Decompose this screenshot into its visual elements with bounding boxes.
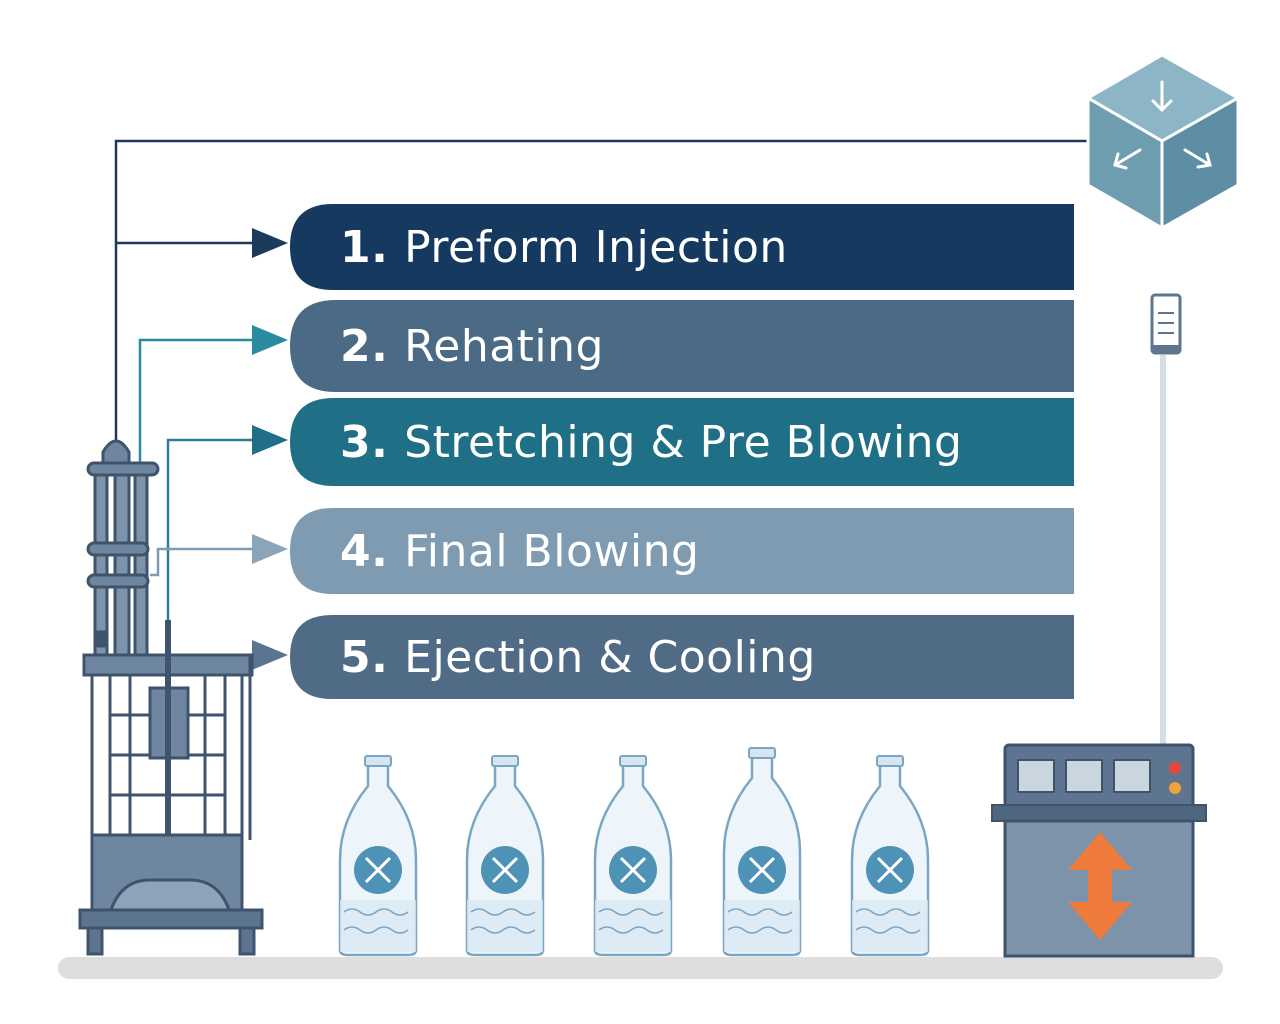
step-name: Ejection & Cooling <box>404 632 816 683</box>
step-name: Final Blowing <box>404 526 699 577</box>
injection-machine <box>78 439 264 956</box>
cabinet-screen-2 <box>1065 759 1103 793</box>
step-number: 1. <box>340 222 404 273</box>
step-banner-shape <box>290 508 1074 594</box>
bottle-3 <box>593 755 673 957</box>
feed-line-4 <box>150 547 258 577</box>
bottle-5 <box>850 755 930 957</box>
step-number: 3. <box>340 417 404 468</box>
cabinet-screen-3 <box>1113 759 1151 793</box>
arrowhead-4 <box>252 534 288 564</box>
bottle-1 <box>338 755 418 957</box>
step-label: 2. Rehating <box>340 321 604 372</box>
step-banner-3: 3. Stretching & Pre Blowing <box>290 398 1074 486</box>
step-banner-1: 1. Preform Injection <box>290 204 1074 290</box>
step-number: 5. <box>340 632 404 683</box>
step-banner-shape <box>290 300 1074 392</box>
step-banner-shape <box>290 615 1074 699</box>
cabinet-screen-1 <box>1017 759 1055 793</box>
step-number: 4. <box>340 526 404 577</box>
feed-line-2 <box>138 338 258 465</box>
bottle-4 <box>722 747 802 957</box>
step-banner-2: 2. Rehating <box>290 300 1074 392</box>
feed-line-3 <box>166 438 258 620</box>
step-name: Stretching & Pre Blowing <box>404 417 962 468</box>
step-name: Preform Injection <box>404 222 788 273</box>
step-label: 4. Final Blowing <box>340 526 699 577</box>
step-banner-shape <box>290 398 1074 486</box>
cross-leaf-icon <box>609 846 657 894</box>
cube-icon <box>1085 53 1242 231</box>
step-label: 1. Preform Injection <box>340 222 788 273</box>
step-banner-shape <box>290 204 1074 290</box>
step-label: 3. Stretching & Pre Blowing <box>340 417 962 468</box>
bottle-2 <box>465 755 545 957</box>
step-number: 2. <box>340 321 404 372</box>
arrowhead-3 <box>252 425 288 455</box>
sensor-unit <box>1150 293 1182 745</box>
step-banner-5: 5. Ejection & Cooling <box>290 615 1074 699</box>
control-cabinet <box>991 743 1207 958</box>
arrowhead-2 <box>252 325 288 355</box>
leaf-arrow-icon <box>481 846 529 894</box>
step-banner-4: 4. Final Blowing <box>290 508 1074 594</box>
cabinet-light-orange <box>1169 782 1181 794</box>
gear-icon <box>866 846 914 894</box>
step-name: Rehating <box>404 321 604 372</box>
step-label: 5. Ejection & Cooling <box>340 632 816 683</box>
wave-leaf-icon <box>738 846 786 894</box>
connector-arrowheads <box>252 228 288 670</box>
main-feed-line <box>114 139 1090 440</box>
floor-bar <box>58 957 1223 979</box>
cross-hatch-icon <box>354 846 402 894</box>
bottle-row <box>338 747 930 957</box>
arrowhead-1 <box>252 228 288 258</box>
up-down-arrow-icon <box>1068 832 1132 940</box>
cabinet-light-red <box>1169 762 1181 774</box>
arrowhead-5 <box>252 640 288 670</box>
